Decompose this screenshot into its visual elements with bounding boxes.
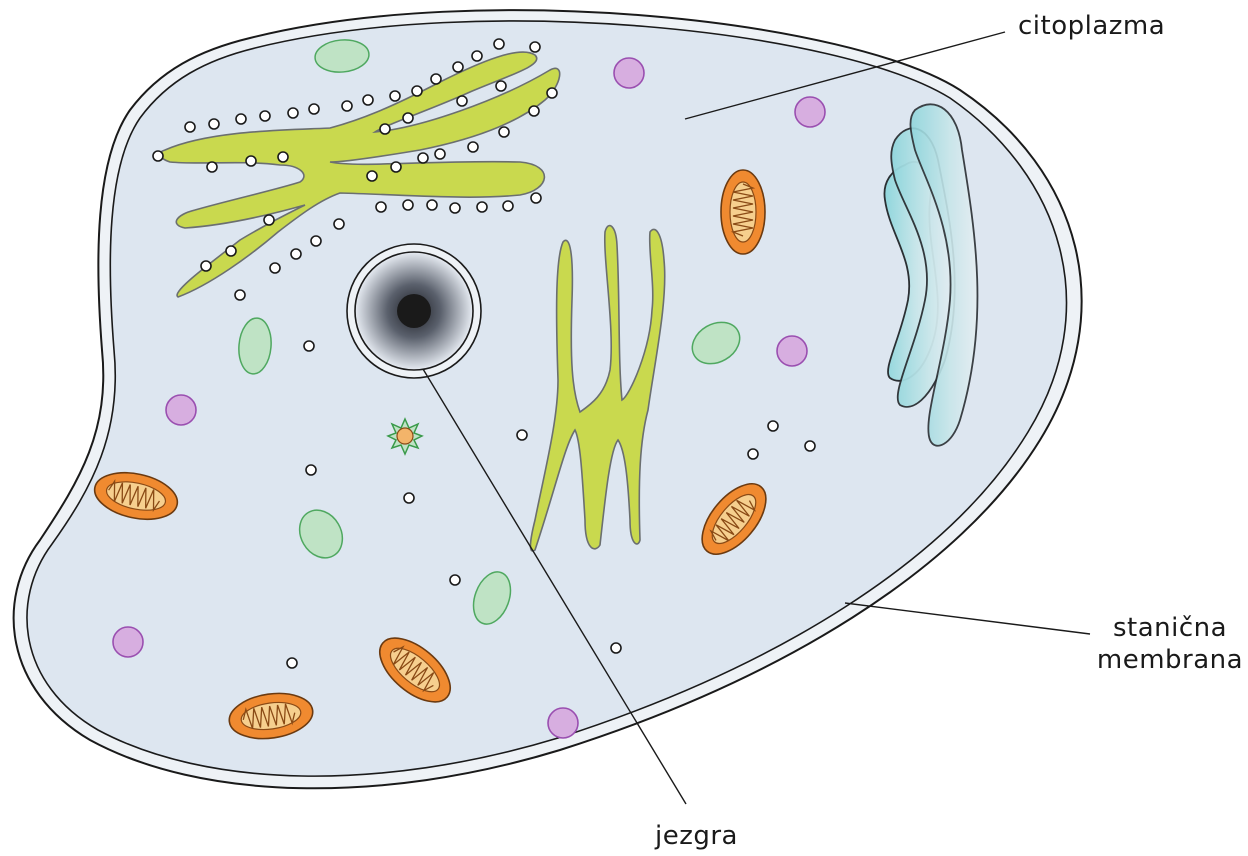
label-cell-membrane: stanična membrana	[1092, 612, 1248, 676]
nucleolus	[397, 294, 431, 328]
smooth-er	[529, 224, 666, 552]
nucleus-leader-line	[422, 368, 687, 805]
rough-er	[152, 38, 561, 301]
golgi-apparatus	[883, 103, 979, 447]
ribosomes	[152, 38, 558, 301]
mitochondrion	[720, 169, 766, 255]
mitochondrion	[93, 471, 179, 521]
mitochondrion	[701, 483, 767, 555]
label-cell-membrane-line2: membrana	[1096, 645, 1244, 675]
rough-er-body	[159, 51, 561, 298]
label-cytoplasm: citoplazma	[1018, 11, 1166, 41]
free-ribosomes	[286, 340, 816, 669]
mitochondrion	[379, 637, 451, 703]
centrosome	[386, 417, 424, 456]
cytoplasm-leader-line	[684, 31, 1006, 120]
lysosomes	[112, 57, 826, 739]
green-vesicles	[238, 39, 741, 625]
membrane-leader-line	[844, 602, 1091, 635]
mitochondria	[93, 169, 767, 740]
nucleus	[346, 243, 482, 379]
label-nucleus: jezgra	[655, 821, 738, 851]
label-cell-membrane-line1: stanična	[1112, 613, 1228, 643]
mitochondrion	[228, 692, 314, 740]
